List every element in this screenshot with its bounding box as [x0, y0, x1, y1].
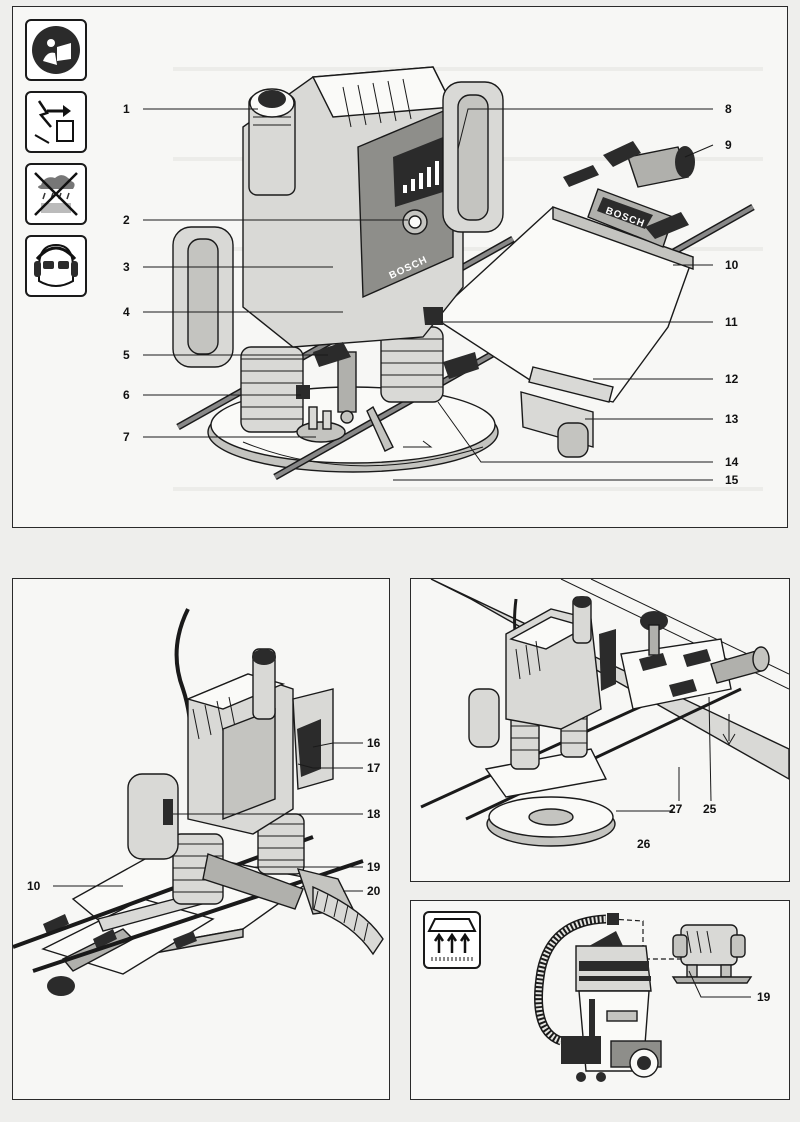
- callout-15: 15: [725, 473, 739, 487]
- callout-12: 12: [725, 372, 739, 386]
- figure-4-panel: 19: [410, 900, 790, 1100]
- callout-19b: 19: [757, 990, 771, 1004]
- callout-9: 9: [725, 138, 732, 152]
- router-drawing-figure-1: BOSCH BOSCH: [143, 66, 763, 491]
- callout-10b: 10: [27, 879, 41, 893]
- callout-5: 5: [123, 348, 130, 362]
- callout-17: 17: [367, 761, 381, 775]
- dust-extraction-icon: [423, 911, 481, 969]
- read-manual-icon: [25, 19, 87, 81]
- callout-13: 13: [725, 412, 739, 426]
- callout-10: 10: [725, 258, 739, 272]
- callout-25: 25: [703, 802, 717, 816]
- callout-14: 14: [725, 455, 739, 469]
- callout-1: 1: [123, 102, 130, 116]
- callout-4: 4: [123, 305, 130, 319]
- callout-16: 16: [367, 736, 381, 750]
- figure-3-panel: 27 25 26: [410, 578, 790, 882]
- dust-extractor-drawing: [534, 913, 753, 1082]
- callout-6: 6: [123, 388, 130, 402]
- callout-19: 19: [367, 860, 381, 874]
- ear-eye-protection-icon: [25, 235, 87, 297]
- router-drawing-figure-2: [13, 608, 384, 996]
- callout-18: 18: [367, 807, 381, 821]
- router-drawing-figure-3: [420, 579, 789, 847]
- callout-20: 20: [367, 884, 381, 898]
- callout-8: 8: [725, 102, 732, 116]
- callout-3: 3: [123, 260, 130, 274]
- unplug-before-service-icon: [25, 91, 87, 153]
- callout-7: 7: [123, 430, 130, 444]
- figure-1-panel: BOSCH BOSCH: [12, 6, 788, 528]
- no-rain-icon: [25, 163, 87, 225]
- callout-26: 26: [637, 837, 651, 851]
- callout-27: 27: [669, 802, 683, 816]
- callout-11: 11: [725, 315, 738, 329]
- callout-2: 2: [123, 213, 130, 227]
- figure-2-panel: 16 17 18 19 20 10: [12, 578, 390, 1100]
